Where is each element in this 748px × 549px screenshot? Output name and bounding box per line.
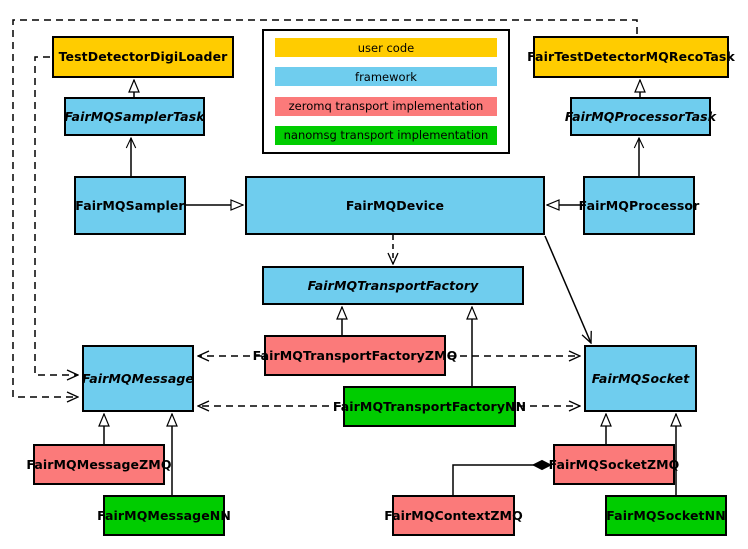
class-box-label: FairMQSocket [591, 370, 690, 386]
legend-label-framework: framework [355, 69, 417, 84]
class-box-fairmqsamplertask[interactable]: FairMQSamplerTask [64, 97, 205, 136]
legend-entry-zeromq: zeromq transport implementation [275, 96, 497, 116]
class-box-label: FairMQProcessorTask [564, 108, 717, 124]
class-box-fairmqsocketnn[interactable]: FairMQSocketNN [605, 495, 727, 536]
class-box-fairmqcontextzmq[interactable]: FairMQContextZMQ [384, 495, 523, 536]
class-box-fairmqsocket[interactable]: FairMQSocket [584, 345, 697, 412]
legend-box: user code framework zeromq transport imp… [262, 29, 510, 154]
class-box-label: TestDetectorDigiLoader [58, 49, 228, 65]
class-box-label: FairMQSamplerTask [64, 108, 205, 124]
class-box-label: FairTestDetectorMQRecoTask [527, 49, 735, 65]
class-box-label: FairMQTransportFactoryZMQ [252, 347, 458, 363]
legend-entry-framework: framework [275, 67, 497, 87]
class-box-label: FairMQSampler [75, 197, 185, 213]
legend-label-user-code: user code [357, 40, 415, 55]
class-box-label: FairMQMessageNN [97, 507, 231, 523]
class-box-label: FairMQContextZMQ [384, 507, 523, 523]
class-box-label: FairMQMessage [82, 370, 195, 386]
class-box-fairmqmessagezmq[interactable]: FairMQMessageZMQ [26, 444, 171, 485]
class-box-label: FairMQProcessor [578, 197, 700, 213]
class-box-fairmqtransportfactorynn[interactable]: FairMQTransportFactoryNN [333, 386, 526, 427]
class-box-fairtestdetectormqrecotask[interactable]: FairTestDetectorMQRecoTask [527, 36, 735, 78]
legend-label-nanomsg: nanomsg transport implementation [283, 128, 489, 143]
class-box-fairmqprocessor[interactable]: FairMQProcessor [579, 176, 699, 235]
class-box-fairmqtransportfactoryzmq[interactable]: FairMQTransportFactoryZMQ [253, 335, 457, 376]
class-box-label: FairMQSocketNN [606, 507, 726, 523]
class-box-label: FairMQSocketZMQ [548, 456, 680, 472]
class-box-fairmqtransportfactory[interactable]: FairMQTransportFactory [262, 266, 524, 305]
class-box-label: FairMQTransportFactory [307, 277, 479, 293]
class-box-fairmqdevice[interactable]: FairMQDevice [245, 176, 545, 235]
class-box-fairmqmessage[interactable]: FairMQMessage [82, 345, 194, 412]
legend-label-zeromq: zeromq transport implementation [288, 99, 484, 114]
class-box-label: FairMQDevice [345, 197, 445, 213]
class-box-fairmqsocketzmq[interactable]: FairMQSocketZMQ [549, 444, 679, 485]
class-box-label: FairMQTransportFactoryNN [332, 398, 527, 414]
class-box-label: FairMQMessageZMQ [26, 456, 172, 472]
legend-entry-nanomsg: nanomsg transport implementation [275, 125, 497, 145]
class-box-fairmqmessagenn[interactable]: FairMQMessageNN [97, 495, 231, 536]
edge-device-socket [544, 235, 591, 343]
class-box-fairmqsampler[interactable]: FairMQSampler [74, 176, 186, 235]
legend-entry-user-code: user code [275, 38, 497, 57]
class-box-testdetectordigiloader[interactable]: TestDetectorDigiLoader [52, 36, 234, 78]
edge-contextzmq-socketzmq [452, 465, 551, 495]
class-box-fairmqprocessortask[interactable]: FairMQProcessorTask [565, 97, 716, 136]
